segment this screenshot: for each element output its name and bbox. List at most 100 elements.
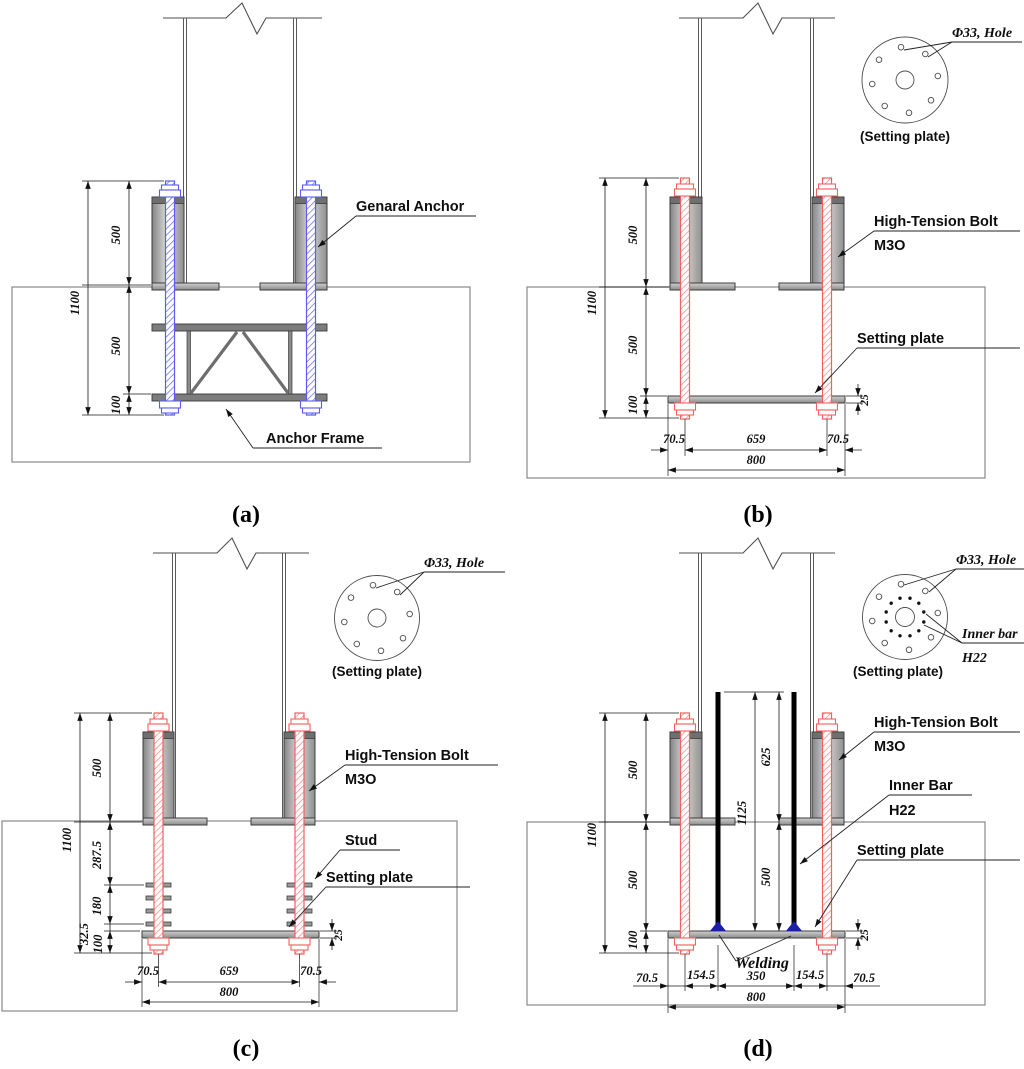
panel-b-drawing: Φ33, Hole (Setting plate) — [526, 2, 1022, 528]
dim-center: 350 — [746, 969, 767, 983]
dimension-lines: 1100 500 500 100 1125 625 500 25 — [585, 691, 880, 1013]
label-general-anchor: Genaral Anchor — [356, 199, 465, 215]
dim-gap: 32.5 — [77, 923, 91, 946]
dim-bar-total: 1125 — [735, 801, 749, 825]
dim-upper: 500 — [90, 758, 104, 778]
dim-width: 800 — [747, 990, 767, 1004]
dim-plate-thickness: 25 — [859, 394, 871, 407]
dim-plate-thickness: 25 — [859, 929, 871, 942]
setting-plate — [667, 395, 846, 404]
dim-offset-right: 154.5 — [796, 968, 824, 982]
panel-d-drawing: Φ33, Hole Inner bar H22 (Setting plate) — [526, 537, 1024, 1062]
dim-edge-left: 70.5 — [137, 964, 159, 978]
label-high-tension-bolt: High-Tension Bolt — [874, 715, 998, 731]
label-setting-plate: Setting plate — [857, 331, 944, 347]
annotations: High-Tension Bolt M3O Setting plate — [814, 214, 1020, 394]
label-inner-bar: Inner Bar — [889, 778, 953, 794]
anchor-block-right — [778, 731, 845, 826]
inner-bars — [710, 692, 802, 931]
anchor-block-right — [778, 196, 845, 291]
label-bolt-size: M3O — [874, 238, 905, 254]
dim-bar-below: 500 — [759, 867, 773, 887]
weld-left — [710, 921, 726, 931]
annotations: High-Tension Bolt M3O Inner Bar H22 Sett… — [718, 715, 1020, 972]
anchor-frame-truss — [151, 323, 328, 402]
column-break-line — [163, 2, 322, 36]
dim-total: 1100 — [68, 290, 82, 315]
setting-plate-plan-view: Φ33, Hole Inner bar H22 (Setting plate) — [853, 553, 1024, 679]
label-setting-plate: Setting plate — [326, 870, 413, 886]
panel-a-drawing: 1100 500 500 100 Genaral Anchor Anchor F… — [11, 2, 476, 528]
setting-plate — [667, 930, 846, 939]
dim-center: 659 — [747, 432, 767, 446]
dim-tail: 100 — [626, 395, 640, 415]
dim-lower: 500 — [626, 870, 640, 890]
dimension-lines: 1100 500 287.5 180 32.5 100 25 70.5 659 … — [60, 712, 345, 1007]
setting-plate-plan-view: Φ33, Hole (Setting plate) — [860, 26, 1022, 144]
label-inner-bar-size: H22 — [889, 803, 916, 819]
high-tension-bolt-left — [147, 712, 170, 955]
inner-bar-dots — [884, 596, 926, 638]
label-anchor-frame: Anchor Frame — [266, 431, 364, 447]
dim-tail: 100 — [109, 395, 123, 415]
label-stud: Stud — [345, 833, 377, 849]
panel-caption-a: (a) — [232, 502, 260, 528]
dim-edge-right: 70.5 — [853, 971, 875, 985]
panel-caption-c: (c) — [233, 1036, 260, 1062]
setting-plate-plan-view: Φ33, Hole (Setting plate) — [332, 556, 505, 679]
label-hole: Φ33, Hole — [952, 26, 1012, 41]
column-break-line — [153, 537, 309, 571]
panel-caption-b: (b) — [743, 502, 772, 528]
panel-c-drawing: Φ33, Hole (Setting plate) — [1, 537, 505, 1062]
general-anchor-bolt-left — [158, 180, 182, 416]
dim-width: 800 — [220, 985, 240, 999]
label-hole: Φ33, Hole — [424, 556, 484, 571]
dim-lower: 500 — [109, 336, 123, 356]
dim-upper: 500 — [626, 760, 640, 780]
label-bolt-size: M3O — [345, 772, 376, 788]
setting-plate — [141, 930, 320, 939]
label-inner-bar-plan-size: H22 — [961, 651, 987, 666]
dim-plate-thickness: 25 — [333, 929, 345, 942]
anchor-block-left — [151, 196, 220, 291]
annotations: High-Tension Bolt M3O Stud Setting plate — [288, 748, 498, 928]
label-setting-plate-view: (Setting plate) — [860, 129, 950, 144]
dimension-lines: 1100 500 500 100 — [68, 180, 164, 416]
dim-upper: 500 — [109, 225, 123, 245]
dim-tail: 100 — [91, 934, 105, 954]
dim-total: 1100 — [585, 290, 599, 315]
label-high-tension-bolt: High-Tension Bolt — [874, 214, 998, 230]
dim-edge-left: 70.5 — [636, 971, 658, 985]
annotations: Genaral Anchor Anchor Frame — [225, 199, 476, 449]
dim-stud-zone: 180 — [90, 896, 104, 916]
dim-center: 659 — [220, 964, 240, 978]
general-anchor-bolt-right — [299, 180, 323, 416]
dim-edge-right: 70.5 — [300, 964, 322, 978]
label-bolt-size: M3O — [874, 739, 905, 755]
label-hole: Φ33, Hole — [956, 553, 1016, 568]
dimension-lines: 1100 500 500 100 25 70.5 659 70.5 800 — [585, 177, 871, 476]
dim-mid: 287.5 — [90, 841, 104, 870]
label-setting-plate: Setting plate — [857, 843, 944, 859]
column-break-line — [679, 2, 835, 36]
label-welding: Welding — [735, 955, 789, 972]
dim-bar-above: 625 — [759, 748, 773, 767]
dim-tail: 100 — [626, 930, 640, 950]
high-tension-bolt-right — [815, 712, 839, 955]
dim-upper: 500 — [626, 225, 640, 245]
dim-total: 1100 — [60, 827, 74, 852]
label-high-tension-bolt: High-Tension Bolt — [345, 748, 469, 764]
panel-caption-d: (d) — [743, 1036, 772, 1062]
anchor-block-left — [669, 196, 736, 291]
dim-edge-left: 70.5 — [663, 432, 685, 446]
label-setting-plate-view: (Setting plate) — [332, 664, 422, 679]
dim-offset-left: 154.5 — [687, 968, 715, 982]
anchor-block-left — [669, 731, 736, 826]
dim-lower: 500 — [626, 335, 640, 355]
weld-right — [786, 921, 802, 931]
dim-edge-right: 70.5 — [827, 432, 849, 446]
label-setting-plate-view: (Setting plate) — [853, 664, 943, 679]
dim-total: 1100 — [585, 822, 599, 847]
label-inner-bar-plan: Inner bar — [961, 627, 1018, 642]
